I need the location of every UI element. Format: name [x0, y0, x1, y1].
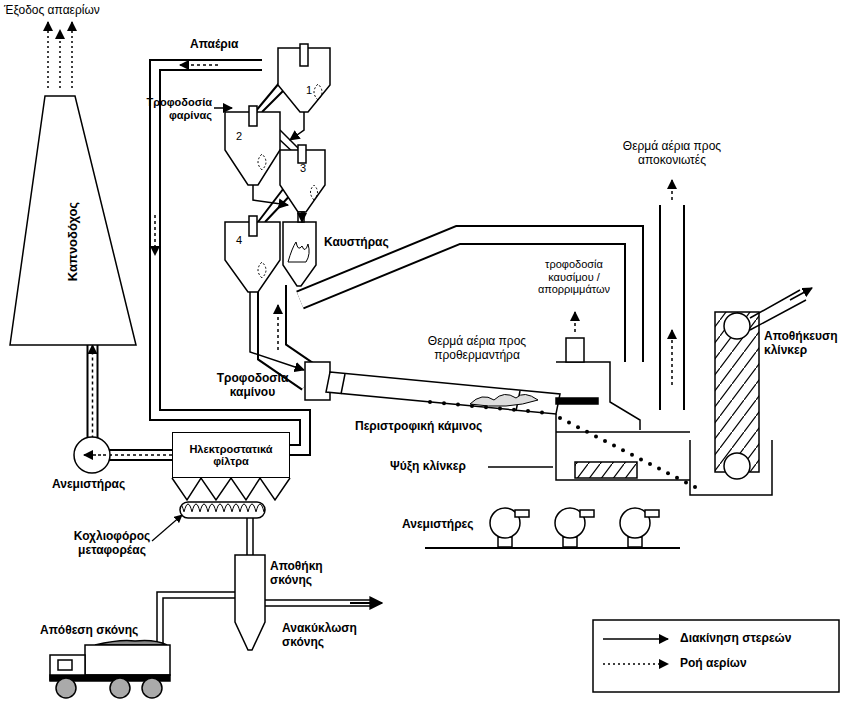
part-label: Κοχλιοφόρος μεταφορέας	[62, 530, 162, 558]
electrostatic-filter-box: Ηλεκτροστατικά φίλτρα	[172, 432, 290, 478]
part-label: τροφοδοσία καυσίμου / απορριμμάτων	[526, 258, 622, 296]
callout-number: 2	[236, 130, 246, 143]
clinker-dots	[428, 400, 697, 489]
part-label: Αποθήκευση κλίνκερ	[764, 330, 854, 358]
bucket-elevator	[715, 288, 812, 479]
legend-box	[593, 620, 839, 692]
part-label: Έξοδος απαερίων	[4, 4, 164, 18]
chimney-label: Καπνοδόχος	[66, 201, 81, 280]
part-label: Θερμά αέρια προς προθερμαντήρα	[413, 335, 541, 363]
part-label: Θερμά αέρια προς αποκονιωτές	[602, 140, 742, 168]
gas-ducts	[155, 65, 672, 450]
callout-number: 1	[306, 84, 316, 97]
cyclone-preheater	[225, 44, 330, 292]
leader-line	[488, 466, 553, 468]
part-label: Ψύξη κλίνκερ	[390, 460, 486, 474]
exhaust-arrows	[48, 22, 72, 88]
part-label: Ανεμιστήρες	[402, 518, 492, 532]
fan-symbol	[74, 437, 110, 473]
part-label: Τροφοδοσία φαρίνας	[136, 96, 212, 121]
cyclone-swirls	[258, 84, 322, 278]
part-label: Τροφοδοσία καμίνου	[205, 372, 300, 400]
part-label: Απόθεση σκόνης	[40, 624, 155, 638]
meal-flow-arrows	[214, 108, 304, 370]
part-label: Καυστήρας	[324, 236, 424, 250]
part-label: Ανακύκλωση σκόνης	[282, 622, 392, 650]
callout-number: 4	[236, 234, 246, 247]
part-label: Περιστροφική κάμινος	[355, 420, 535, 434]
part-label: Ανεμιστήρας	[52, 478, 162, 492]
legend-text: Ροή αερίων	[680, 657, 747, 671]
chimney: Καπνοδόχος	[8, 95, 138, 347]
gas-flow-arrows	[155, 65, 672, 398]
part-label: Αποθήκη σκόνης	[270, 560, 350, 588]
truck	[50, 641, 170, 699]
callout-number: 3	[300, 162, 310, 175]
legend-text: Διακίνηση στερεών	[680, 632, 791, 646]
node-label: Ηλεκτροστατικά φίλτρα	[177, 443, 285, 467]
part-label: Απαέρια	[190, 38, 260, 52]
rotary-kiln	[305, 362, 560, 414]
